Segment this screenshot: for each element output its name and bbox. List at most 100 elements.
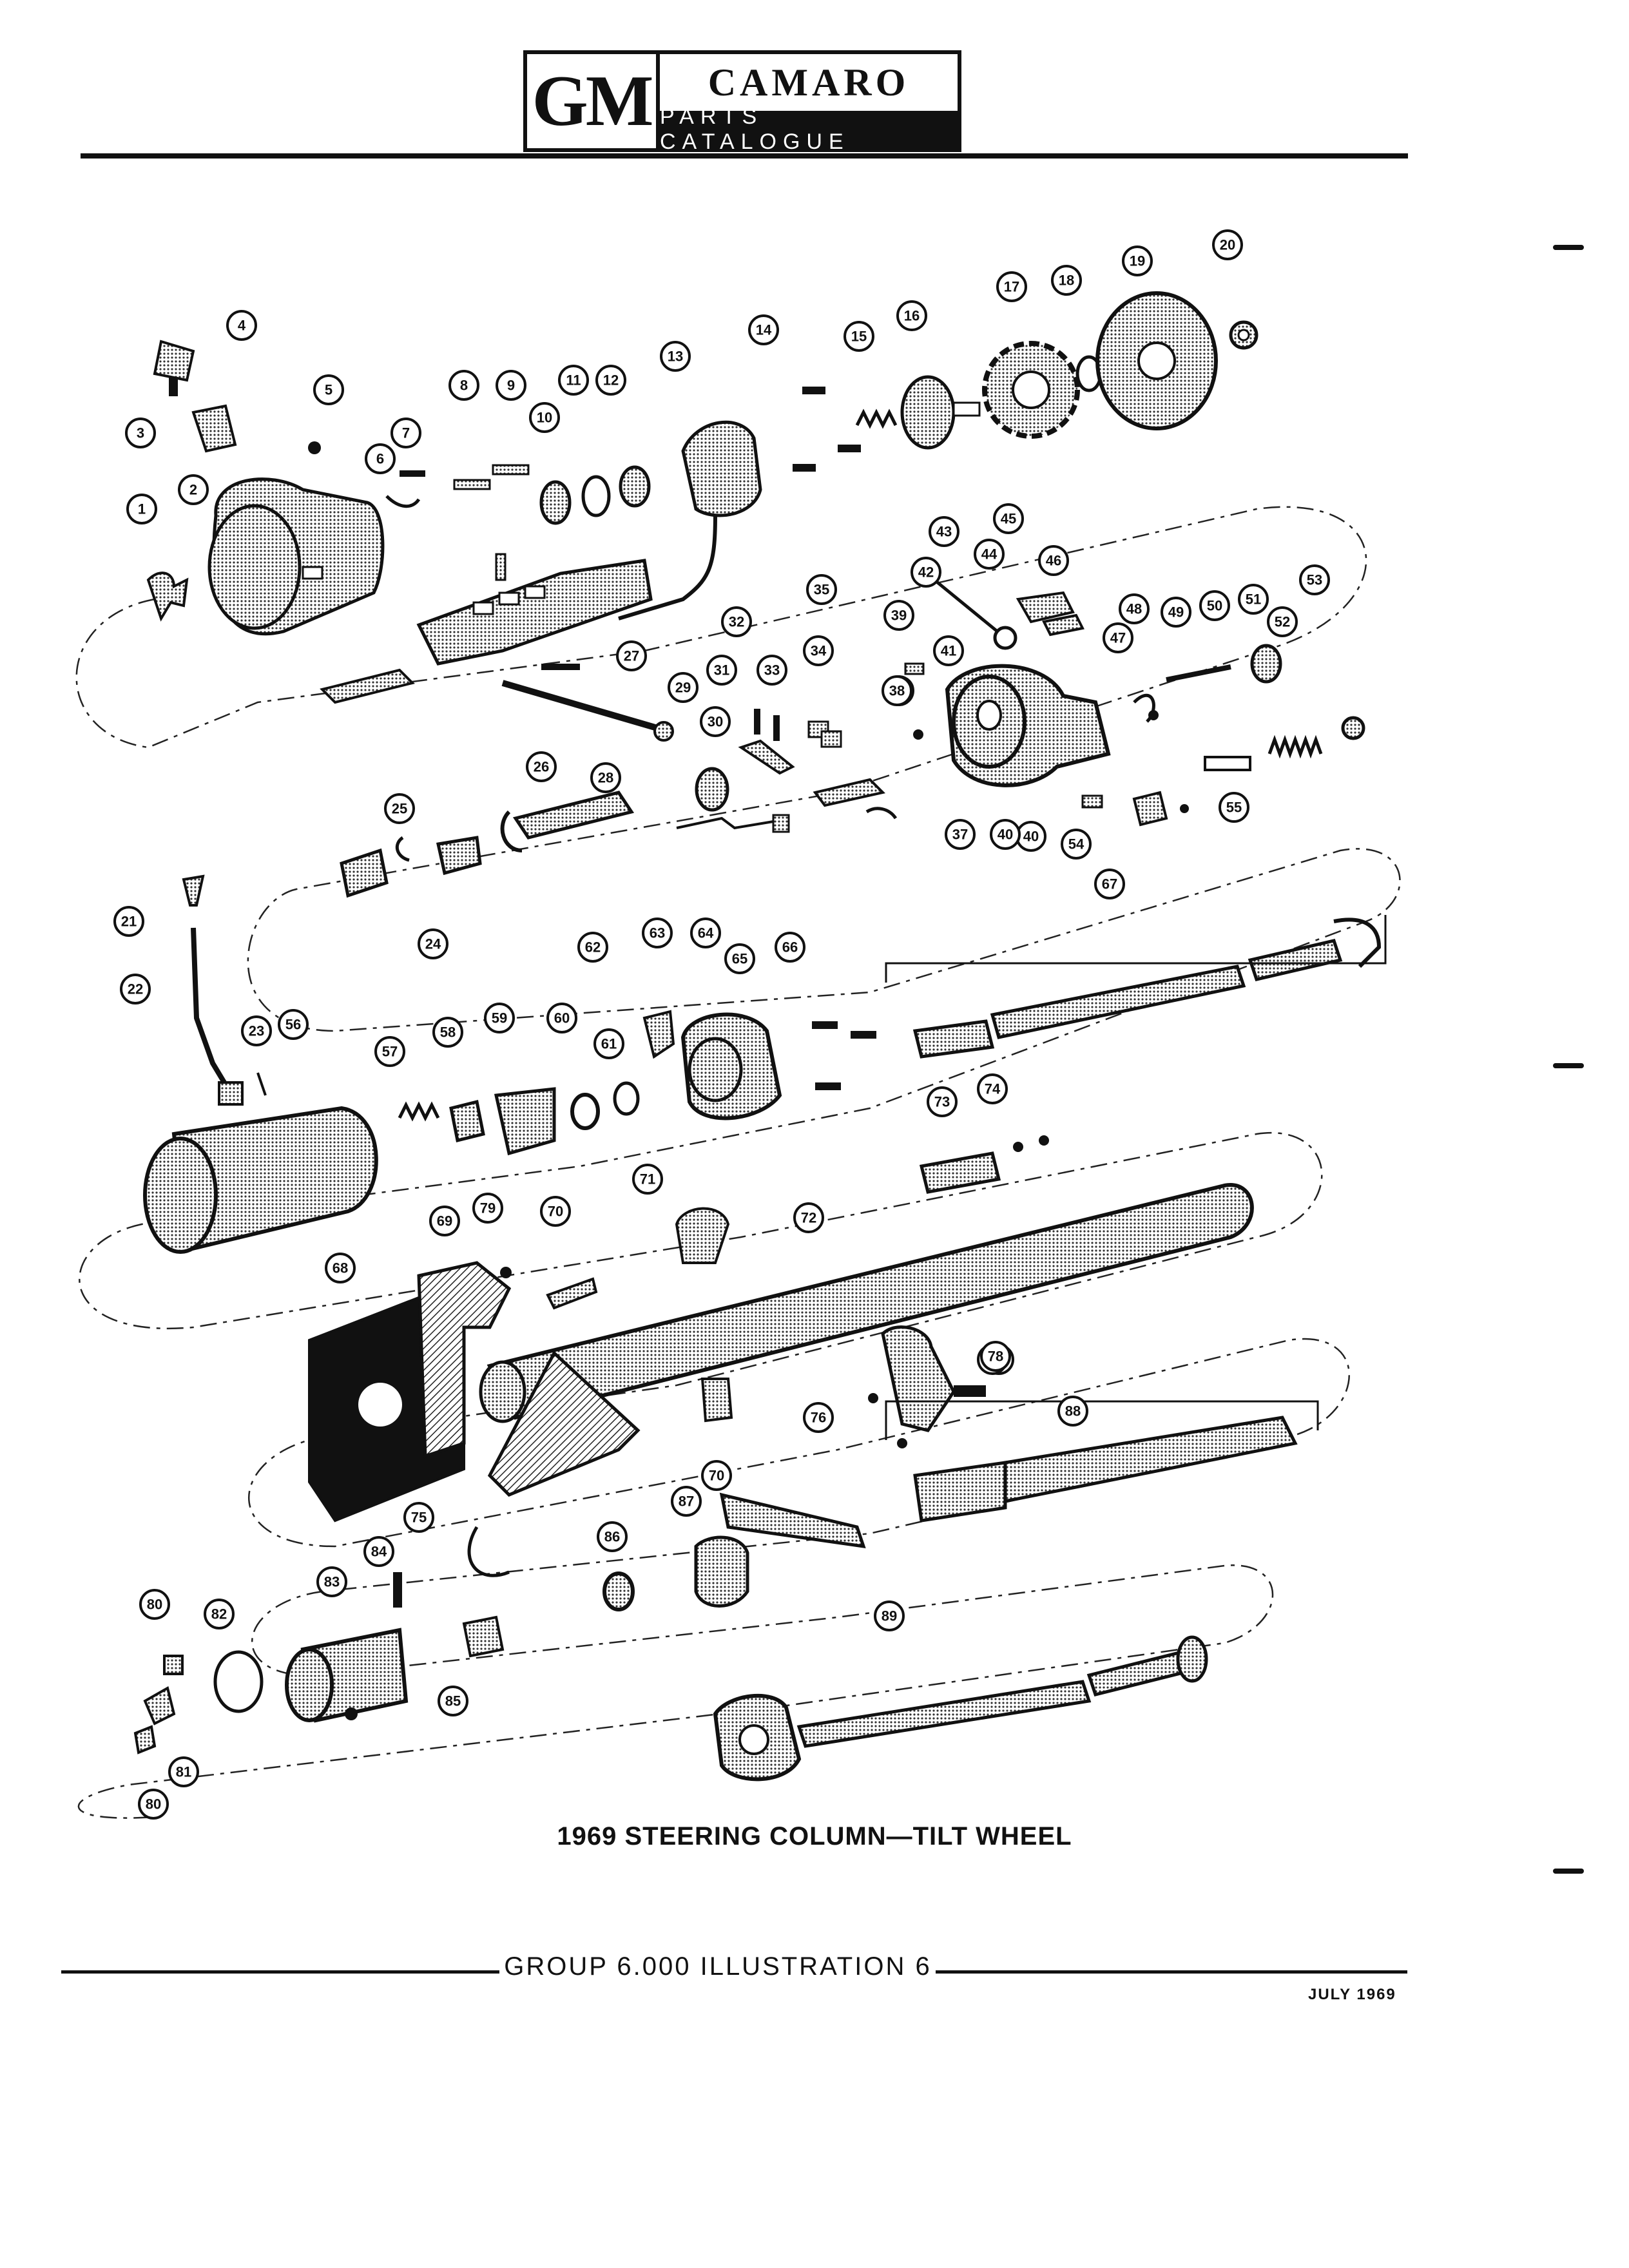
- callout-40: 40: [990, 819, 1021, 850]
- callout-number: 38: [889, 683, 905, 699]
- part-54-55: [1132, 791, 1189, 827]
- callout-number: 75: [411, 1510, 427, 1526]
- diagram-caption: 1969 STEERING COLUMN—TILT WHEEL: [557, 1822, 1072, 1850]
- callout-67: 67: [1094, 869, 1125, 899]
- part-62-63-64-65-66: [642, 1010, 876, 1120]
- callout-18: 18: [1051, 265, 1082, 296]
- callout-37: 37: [945, 819, 976, 850]
- part-shaft-26: [500, 791, 635, 852]
- part-lock-cylinder: [191, 404, 237, 453]
- part-77-78: [868, 1325, 986, 1448]
- callout-number: 10: [537, 410, 552, 426]
- callout-number: 52: [1275, 614, 1290, 630]
- part-spring-clip: [146, 572, 189, 622]
- callout-44: 44: [974, 539, 1005, 570]
- callout-9: 9: [496, 370, 526, 401]
- callout-number: 51: [1246, 591, 1261, 608]
- callout-85: 85: [438, 1686, 468, 1716]
- callout-82: 82: [204, 1599, 235, 1629]
- margin-mark: [1553, 245, 1584, 250]
- part-57-61: [398, 1081, 640, 1156]
- callout-89: 89: [874, 1600, 905, 1631]
- margin-mark: [1553, 1869, 1584, 1874]
- callout-number: 79: [480, 1200, 496, 1216]
- callout-20: 20: [1212, 229, 1243, 260]
- callout-56: 56: [278, 1009, 309, 1040]
- callout-number: 80: [146, 1796, 161, 1812]
- callout-number: 3: [137, 425, 144, 441]
- callout-79: 79: [472, 1193, 503, 1224]
- callout-number: 18: [1059, 273, 1074, 289]
- callout-54: 54: [1061, 829, 1092, 860]
- callout-number: 69: [437, 1213, 452, 1229]
- callout-number: 53: [1307, 572, 1322, 588]
- callout-number: 13: [668, 349, 683, 365]
- callout-70: 70: [701, 1460, 732, 1491]
- callout-74: 74: [977, 1073, 1008, 1104]
- callout-number: 61: [601, 1036, 617, 1052]
- callout-number: 73: [934, 1094, 950, 1110]
- callout-number: 25: [392, 801, 407, 817]
- callout-57: 57: [374, 1036, 405, 1067]
- part-jacket-56: [143, 1106, 378, 1254]
- callout-66: 66: [775, 932, 805, 963]
- callout-number: 57: [382, 1044, 398, 1060]
- callout-number: 82: [211, 1606, 227, 1622]
- callout-2: 2: [178, 474, 209, 505]
- footer-rule-right: [936, 1970, 1407, 1974]
- part-80-81-82: [133, 1650, 264, 1754]
- callout-number: 55: [1226, 800, 1242, 816]
- callout-22: 22: [120, 974, 151, 1004]
- part-shaft-89: [713, 1635, 1208, 1782]
- callout-81: 81: [168, 1756, 199, 1787]
- callout-number: 80: [147, 1597, 162, 1613]
- callout-12: 12: [595, 365, 626, 396]
- callout-49: 49: [1161, 597, 1191, 628]
- callout-number: 9: [507, 378, 515, 394]
- callout-number: 71: [640, 1171, 655, 1187]
- callout-number: 15: [851, 329, 867, 345]
- callout-42: 42: [911, 557, 941, 588]
- callout-number: 14: [756, 322, 772, 338]
- callout-40: 40: [1016, 821, 1046, 852]
- part-bracket-45-46: [1016, 591, 1084, 637]
- callout-71: 71: [632, 1164, 663, 1195]
- part-bearings-10-11-12: [539, 465, 651, 525]
- callout-number: 29: [675, 680, 691, 696]
- callout-number: 58: [440, 1024, 456, 1041]
- part-spring-47-48: [1133, 693, 1159, 723]
- callout-26: 26: [526, 751, 557, 782]
- callout-69: 69: [429, 1206, 460, 1236]
- callout-number: 16: [904, 308, 920, 324]
- part-bearing-cup: [462, 1615, 505, 1658]
- callout-number: 4: [238, 318, 246, 334]
- part-pin-49-50: [1166, 664, 1251, 771]
- callout-43: 43: [929, 516, 959, 547]
- callout-63: 63: [642, 918, 673, 948]
- callout-number: 33: [764, 662, 780, 678]
- callout-number: 87: [679, 1494, 694, 1510]
- callout-number: 34: [811, 643, 827, 659]
- callout-51: 51: [1238, 584, 1269, 615]
- part-83-84-85: [285, 1572, 409, 1723]
- part-nut-20: [1229, 320, 1258, 350]
- callout-number: 21: [121, 914, 137, 930]
- callout-83: 83: [316, 1566, 347, 1597]
- callout-number: 83: [324, 1574, 340, 1590]
- part-gear-17: [982, 341, 1080, 439]
- callout-30: 30: [700, 706, 731, 737]
- callout-number: 47: [1110, 630, 1126, 646]
- callout-35: 35: [806, 574, 837, 605]
- callout-number: 17: [1004, 279, 1019, 295]
- callout-39: 39: [883, 600, 914, 631]
- callout-number: 31: [714, 662, 729, 678]
- callout-number: 56: [285, 1017, 301, 1033]
- callout-number: 81: [176, 1764, 191, 1780]
- callout-number: 59: [492, 1010, 507, 1026]
- callout-number: 66: [782, 939, 798, 956]
- callout-31: 31: [706, 655, 737, 686]
- footer-group-label: GROUP 6.000 ILLUSTRATION 6: [504, 1952, 932, 1981]
- callout-60: 60: [546, 1003, 577, 1033]
- callout-5: 5: [313, 374, 344, 405]
